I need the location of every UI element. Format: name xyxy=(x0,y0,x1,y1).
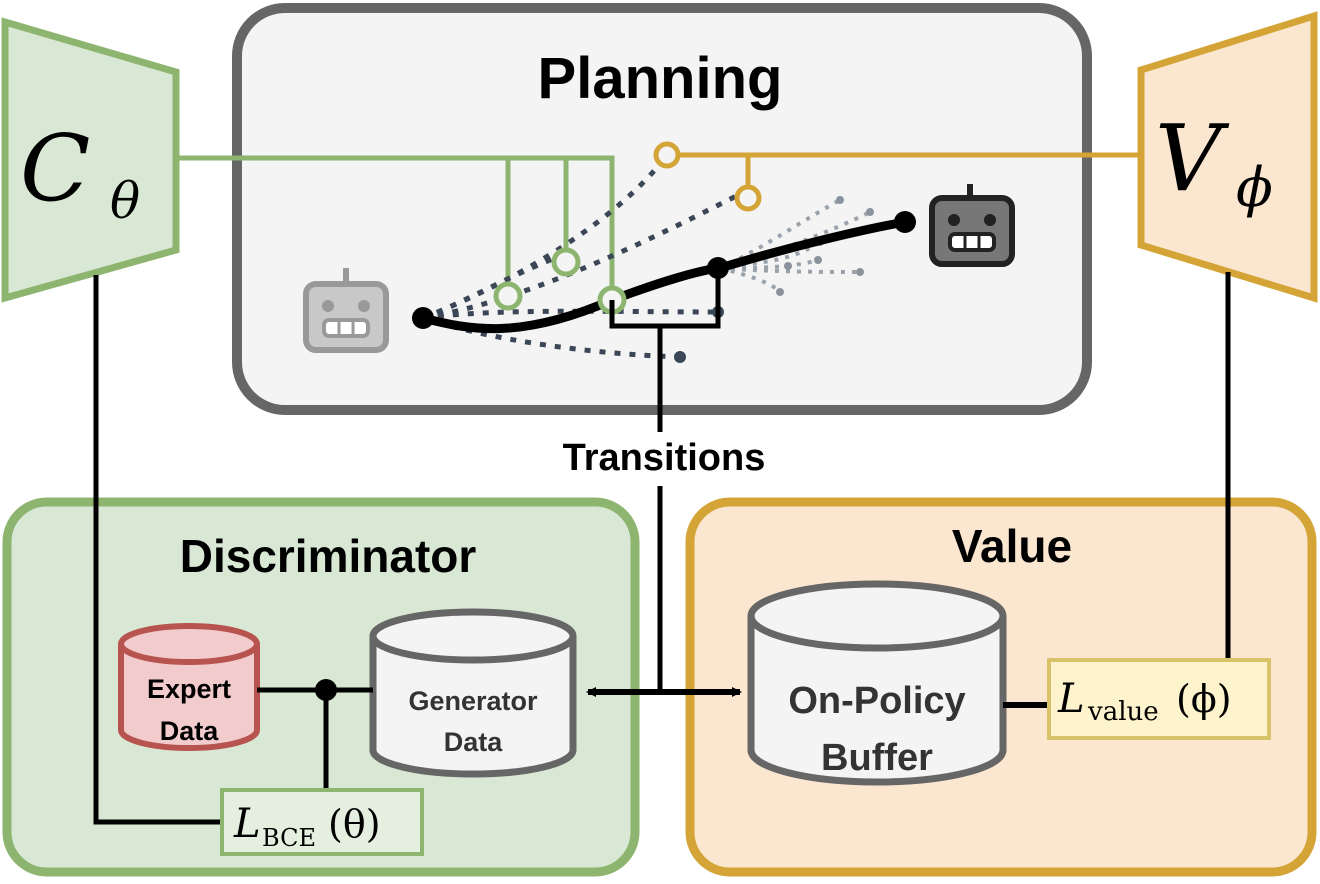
generator-data-label-line1: Generator xyxy=(408,686,538,716)
value-fn-symbol: V xyxy=(1155,105,1230,212)
critic-connector-lines xyxy=(176,155,615,298)
value-fn-trapezoid xyxy=(1137,11,1318,303)
discriminator-title: Discriminator xyxy=(180,530,477,582)
bce-loss-subscript: BCE xyxy=(262,824,316,852)
critic-subscript: θ xyxy=(110,172,140,230)
expert-data-label-line2: Data xyxy=(160,716,220,746)
planned-trajectory xyxy=(418,217,910,334)
value-loss-subscript: value xyxy=(1087,697,1159,727)
transitions-bracket xyxy=(609,268,721,329)
value-loss-script: L xyxy=(1057,676,1085,722)
robot-goal-icon xyxy=(929,184,1015,267)
value-title: Value xyxy=(952,520,1072,572)
value-eval-rings xyxy=(653,141,762,212)
generator-data-cylinder xyxy=(369,608,577,778)
value-loss-box xyxy=(1047,658,1271,740)
robot-start-icon xyxy=(303,268,389,353)
bce-loss-box xyxy=(220,788,424,856)
value-fn-subscript: ϕ xyxy=(1236,156,1273,219)
critic-trapezoid xyxy=(1,17,180,303)
bce-loss-argument: (θ) xyxy=(328,802,381,846)
critic-loss-line xyxy=(93,275,222,825)
trajectory-end-node xyxy=(894,211,916,233)
candidate-paths xyxy=(422,153,750,360)
buffer-label-line1: On-Policy xyxy=(788,680,965,722)
generator-data-label-line2: Data xyxy=(444,727,504,757)
expert-data-label-line1: Expert xyxy=(147,674,231,704)
value-loss-argument: (ϕ) xyxy=(1176,677,1232,721)
expert-data-cylinder xyxy=(118,623,260,751)
critic-eval-rings xyxy=(493,247,627,315)
on-policy-buffer-cylinder xyxy=(747,580,1007,786)
buffer-label-line2: Buffer xyxy=(821,737,933,779)
value-connector-lines xyxy=(667,152,1141,190)
bce-loss-script: L xyxy=(233,801,261,847)
discriminator-join-node xyxy=(315,679,337,701)
planning-title: Planning xyxy=(538,46,783,111)
critic-symbol: C xyxy=(20,115,90,222)
transitions-label: Transitions xyxy=(563,437,766,479)
trajectory-start-node xyxy=(412,307,434,329)
